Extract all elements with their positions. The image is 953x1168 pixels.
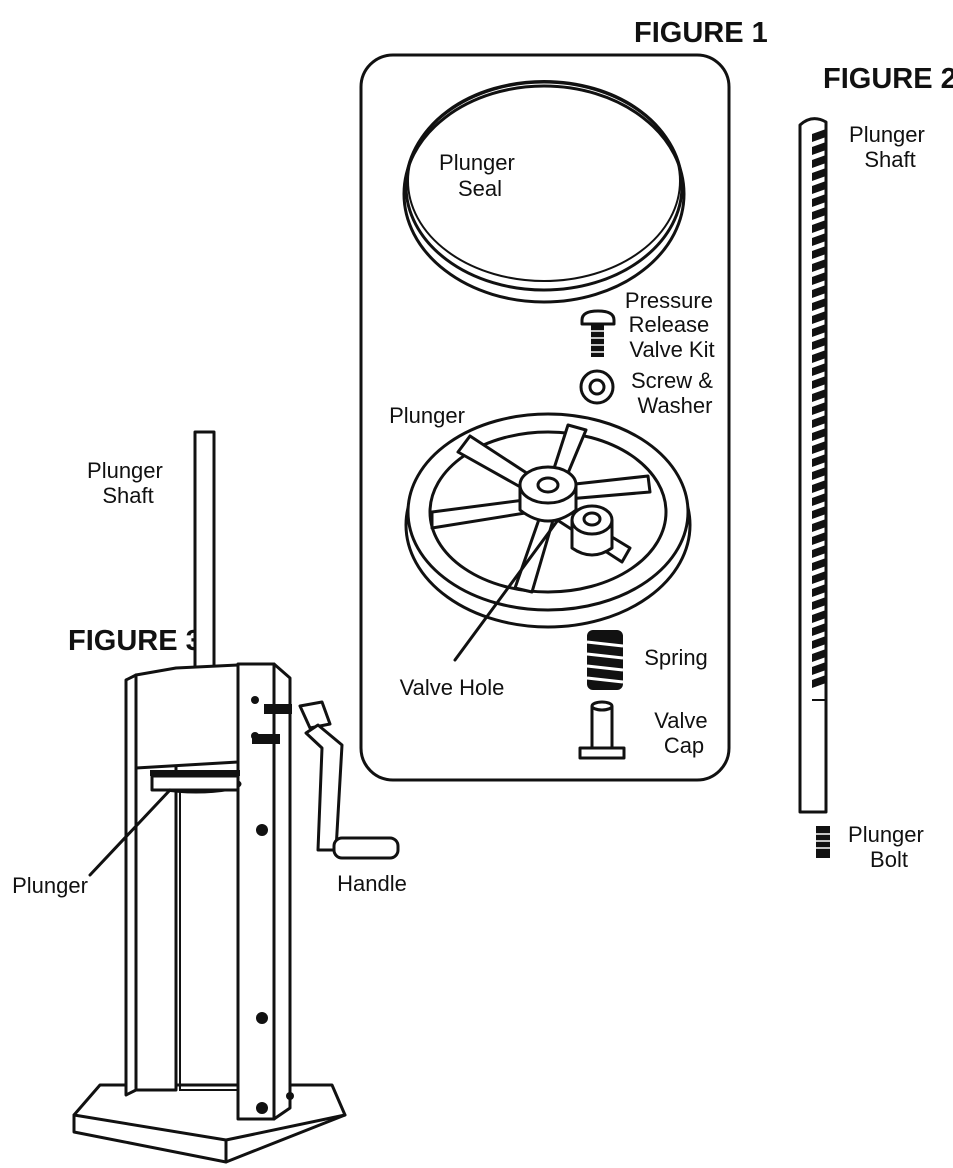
fig3-plunger-leader <box>88 788 172 877</box>
rack-tooth <box>812 610 826 623</box>
rack-tooth <box>812 389 826 402</box>
rack-tooth <box>812 519 826 532</box>
valve-cap-part <box>578 700 626 760</box>
label-line: Valve <box>654 708 707 733</box>
rack-tooth <box>812 467 826 480</box>
rack-tooth <box>812 493 826 506</box>
rack-tooth <box>812 142 826 155</box>
pressure-release-screw-part <box>580 309 616 357</box>
rack-tooth <box>812 545 826 558</box>
washer-part <box>579 369 615 405</box>
label-fig3-plunger: Plunger <box>12 873 88 898</box>
figure1-panel <box>359 53 731 782</box>
label-line: Plunger <box>439 150 515 175</box>
rack-tooth <box>812 662 826 675</box>
label-line: Cap <box>664 733 704 758</box>
rack-tooth <box>812 402 826 415</box>
label-handle: Handle <box>337 871 407 896</box>
rack-tooth <box>812 259 826 272</box>
label-line: Seal <box>458 176 502 201</box>
rack-tooth <box>812 233 826 246</box>
rack-tooth <box>812 298 826 311</box>
label-fig3-plunger-shaft: Plunger Shaft <box>87 458 169 508</box>
figure2-title: FIGURE 2 <box>823 63 953 95</box>
label-line: Pressure <box>625 288 713 313</box>
rack-tooth <box>812 454 826 467</box>
rack-tooth <box>812 506 826 519</box>
label-plunger: Plunger <box>389 403 465 428</box>
rack-tooth <box>812 246 826 259</box>
label-line: Plunger <box>87 458 163 483</box>
rack-tooth <box>812 428 826 441</box>
crank-handle-part <box>298 700 400 860</box>
inner-panel <box>179 789 239 1091</box>
label-line: Screw & <box>631 368 713 393</box>
rack-tooth <box>812 675 826 688</box>
label-line: Washer <box>638 393 713 418</box>
label-line: Plunger <box>848 822 924 847</box>
rack-tooth <box>812 571 826 584</box>
label-plunger-bolt: Plunger Bolt <box>848 822 930 872</box>
rack-tooth <box>812 207 826 220</box>
label-fig2-plunger-shaft: Plunger Shaft <box>849 122 931 172</box>
label-line: Plunger <box>849 122 925 147</box>
label-line: Release <box>629 312 710 337</box>
rack-tooth <box>812 649 826 662</box>
label-line: Shaft <box>864 147 915 172</box>
rack-tooth <box>812 311 826 324</box>
plunger-shaft-rack-part <box>798 117 828 814</box>
plunger-bolt-part <box>816 826 830 858</box>
rack-tooth <box>812 324 826 337</box>
rack-tooth <box>812 181 826 194</box>
rack-tooth <box>812 532 826 545</box>
rack-tooth <box>812 584 826 597</box>
rack-tooth <box>812 285 826 298</box>
rack-tooth <box>812 480 826 493</box>
label-valve-cap: Valve Cap <box>654 708 714 758</box>
rack-tooth <box>812 194 826 207</box>
rack-tooth <box>812 350 826 363</box>
rack-tooth <box>812 441 826 454</box>
rack-tooth <box>812 155 826 168</box>
rack-tooth <box>812 272 826 285</box>
rack-teeth <box>812 129 826 688</box>
label-screw-washer: Screw & Washer <box>631 368 719 418</box>
rack-tooth <box>812 597 826 610</box>
rack-tooth <box>812 636 826 649</box>
rack-tooth <box>812 623 826 636</box>
rack-tooth <box>812 168 826 181</box>
label-pressure-release-valve-kit: Pressure Release Valve Kit <box>625 288 719 362</box>
sausage-stuffer-assembly <box>72 430 347 1164</box>
label-valve-hole: Valve Hole <box>400 675 505 700</box>
rack-tooth <box>812 363 826 376</box>
figure3-title: FIGURE 3 <box>68 625 202 657</box>
rack-tooth <box>812 376 826 389</box>
label-spring: Spring <box>644 645 708 670</box>
spring-part <box>586 630 624 690</box>
rack-tooth <box>812 558 826 571</box>
label-line: Bolt <box>870 847 908 872</box>
label-plunger-seal: Plunger Seal <box>439 150 521 201</box>
valve-hole-leader <box>453 518 560 662</box>
rack-tooth <box>812 415 826 428</box>
label-line: Valve Kit <box>629 337 714 362</box>
plunger-disc-part <box>404 412 692 629</box>
label-line: Shaft <box>102 483 153 508</box>
rack-tooth <box>812 129 826 142</box>
figure1-title: FIGURE 1 <box>634 17 768 49</box>
rack-tooth <box>812 337 826 350</box>
rack-tooth <box>812 220 826 233</box>
plunger-seal-part <box>402 80 686 304</box>
